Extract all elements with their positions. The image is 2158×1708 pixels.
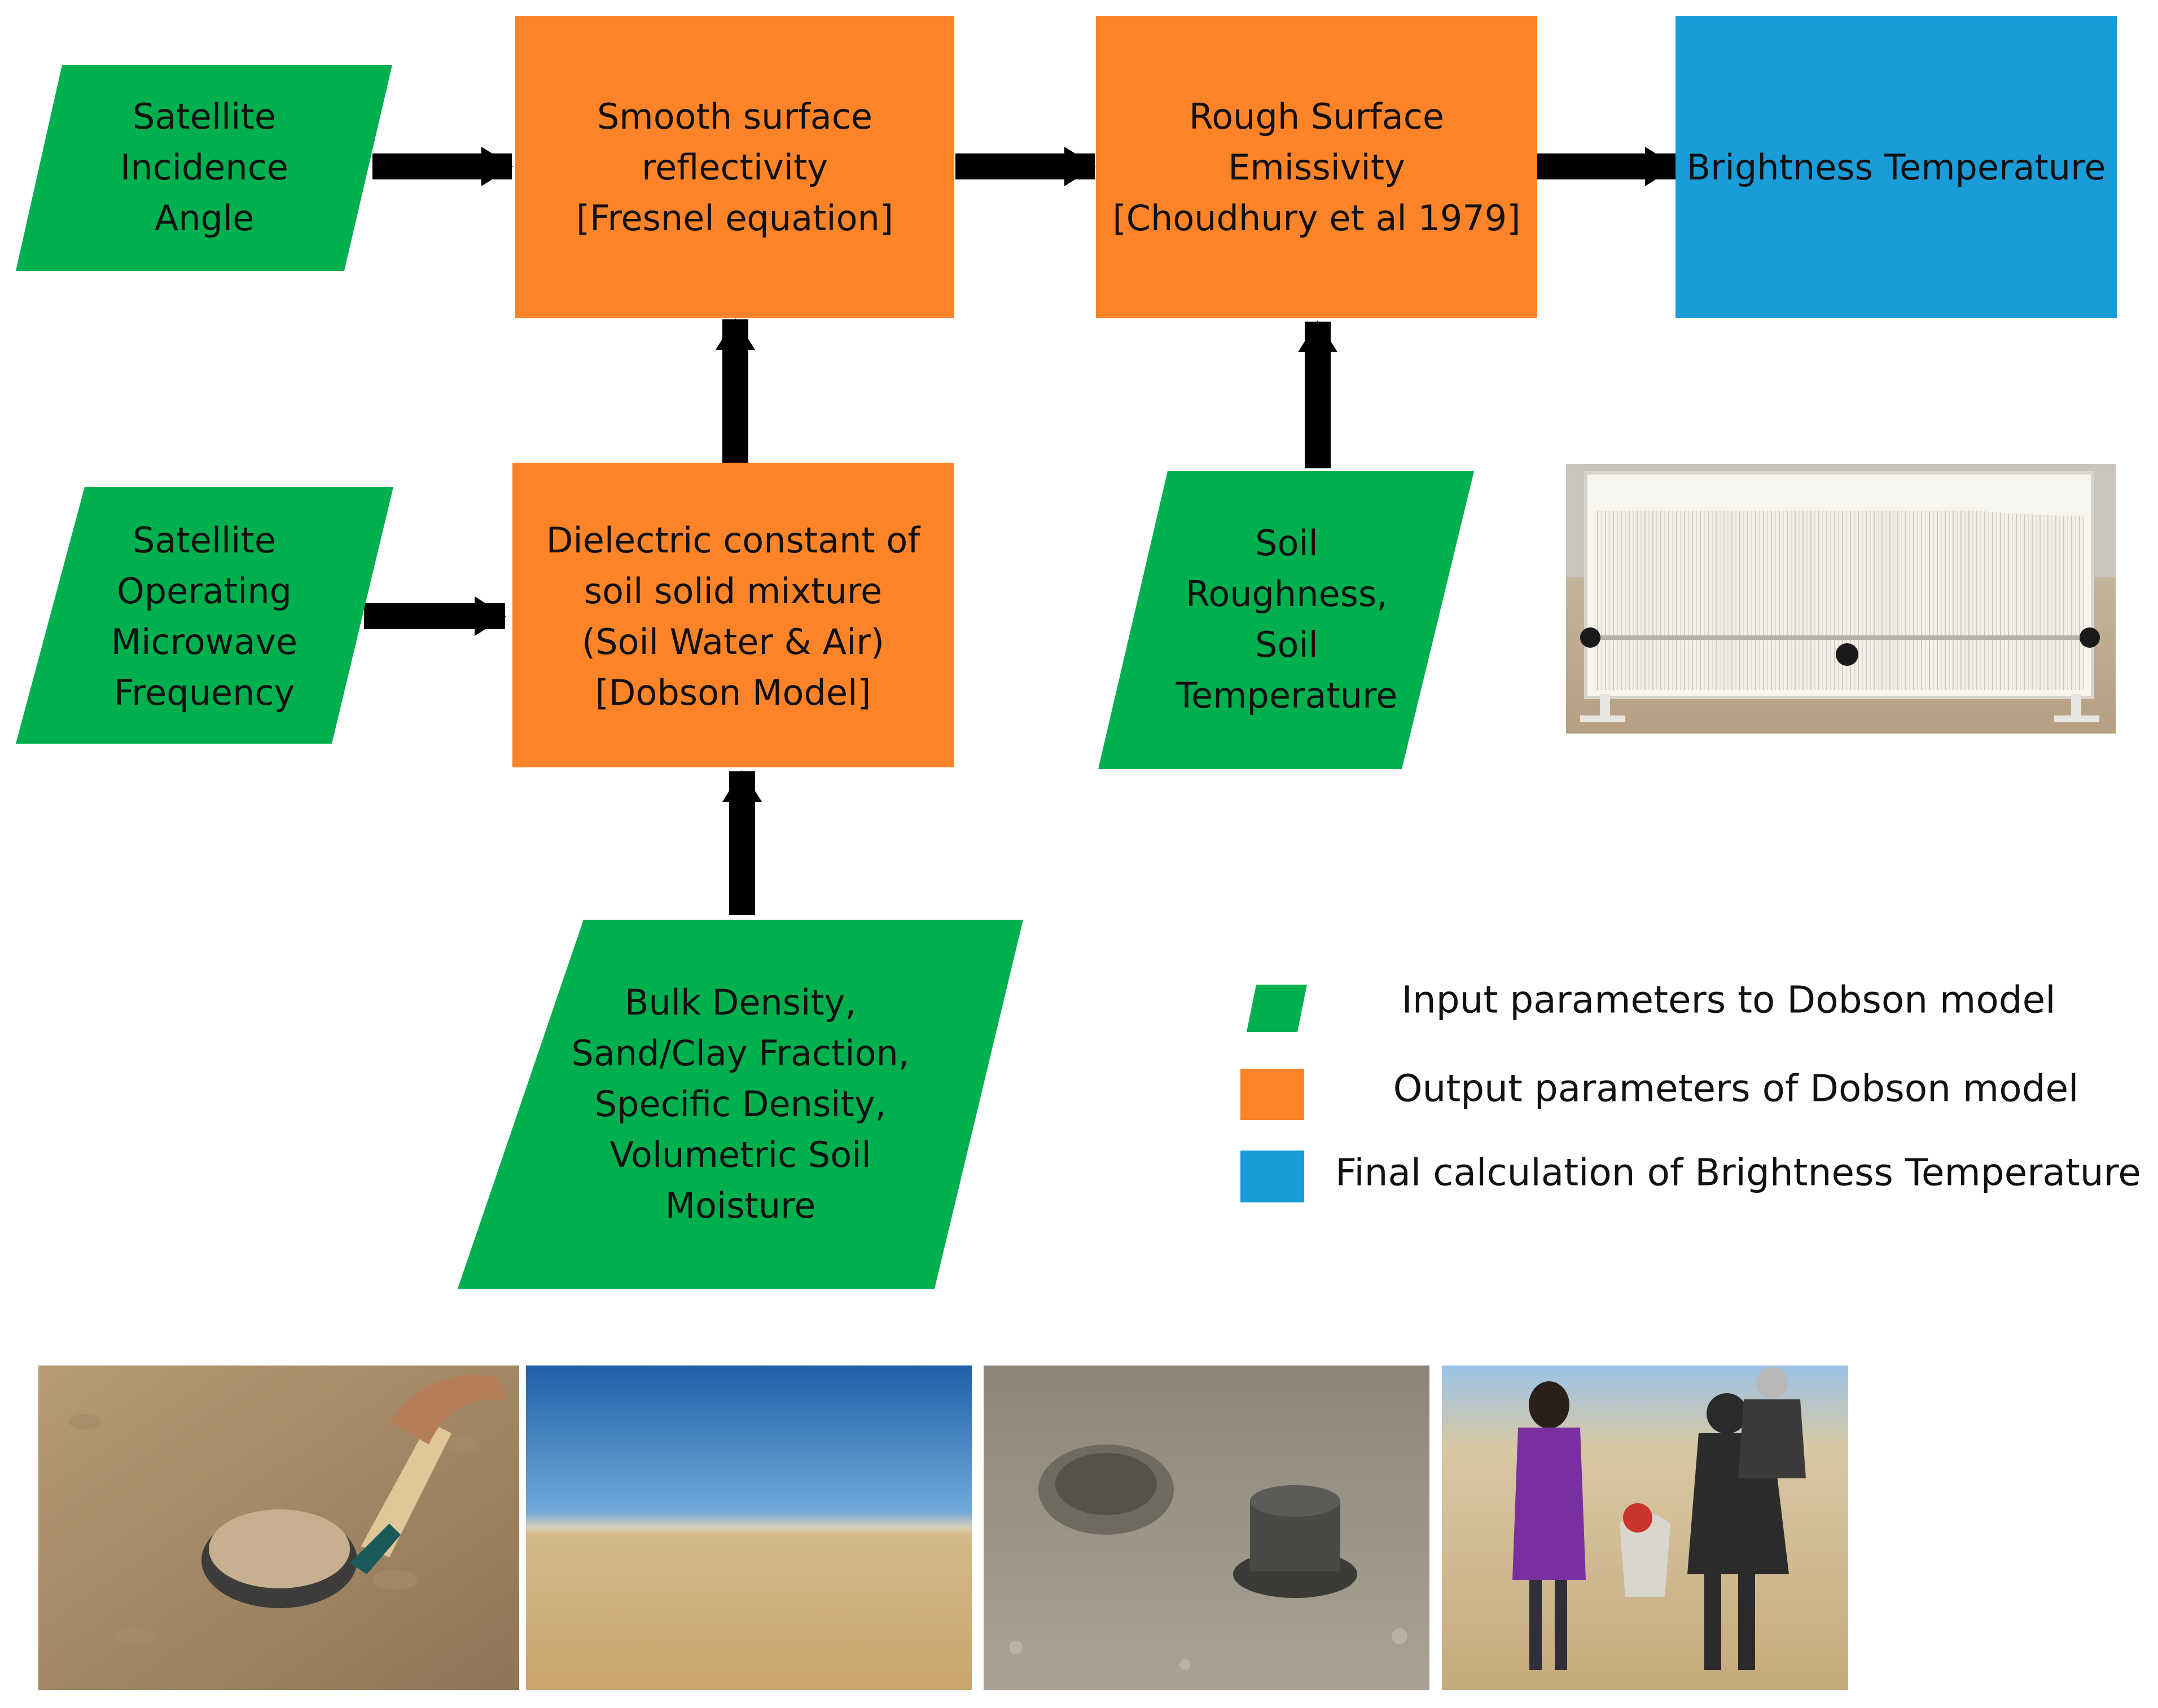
input-parallelogram: [16, 65, 392, 271]
output-box: [515, 16, 954, 318]
node-text-line: Angle: [155, 197, 254, 239]
node-text-line: Dielectric constant of: [546, 520, 922, 561]
final-brightness-temperature: Brightness Temperature: [1675, 16, 2117, 318]
node-text-line: Volumetric Soil: [609, 1134, 871, 1175]
node-text-line: [Dobson Model]: [595, 672, 871, 713]
input-parallelogram: [458, 920, 1023, 1289]
legend-item-input: Input parameters to Dobson model: [1247, 978, 2056, 1032]
output-dielectric-constant: Dielectric constant of soil solid mixture…: [512, 463, 954, 767]
legend-swatch-final: [1240, 1151, 1304, 1202]
node-text-line: Microwave: [111, 621, 297, 662]
output-smooth-surface-reflectivity: Smooth surface reflectivity [Fresnel equat…: [515, 16, 954, 318]
node-text-line: soil solid mixture: [584, 570, 882, 612]
legend-swatch-output: [1240, 1069, 1304, 1120]
legend-swatch-input: [1247, 985, 1307, 1032]
input-parallelogram: [16, 487, 393, 744]
legend-label-final: Final calculation of Brightness Temperat…: [1335, 1151, 2141, 1195]
node-text-line: [Fresnel equation]: [576, 197, 893, 239]
output-box: [512, 463, 954, 767]
field-team-photo: [1442, 1365, 1848, 1690]
node-text-line: Soil: [1255, 624, 1318, 665]
legend-item-output: Output parameters of Dobson model: [1240, 1067, 2079, 1120]
input-parallelogram: [1098, 471, 1474, 769]
soil-core-pit-photo: [984, 1365, 1429, 1690]
legend-item-final: Final calculation of Brightness Temperat…: [1240, 1151, 2141, 1202]
node-text-line: [Choudhury et al 1979]: [1113, 197, 1521, 239]
node-text-line: (Soil Water & Air): [582, 621, 884, 662]
output-box: [1096, 16, 1537, 318]
node-text-line: Operating: [117, 570, 292, 612]
desert-landscape-photo: [526, 1365, 972, 1690]
legend: Input parameters to Dobson model Output …: [1240, 978, 2141, 1202]
node-text-line: reflectivity: [642, 147, 828, 188]
node-text-line: Temperature: [1176, 675, 1398, 716]
node-text-line: Frequency: [114, 672, 295, 713]
input-soil-properties: Bulk Density, Sand/Clay Fraction, Specific…: [458, 920, 1023, 1289]
node-text-line: Emissivity: [1228, 147, 1405, 188]
roughness-board-photo: [1566, 464, 2116, 734]
node-text-line: Soil: [1255, 523, 1318, 564]
legend-label-input: Input parameters to Dobson model: [1401, 978, 2055, 1022]
node-text-line: Smooth surface: [597, 96, 872, 137]
node-text-line: Brightness Temperature: [1687, 147, 2106, 188]
node-text-line: Satellite: [133, 520, 276, 561]
connectors: [364, 147, 1677, 915]
node-text-line: Roughness,: [1186, 573, 1388, 614]
node-text-line: Satellite: [133, 96, 276, 137]
node-text: Smooth surface reflectivity [Fresnel equat…: [576, 96, 893, 239]
legend-label-output: Output parameters of Dobson model: [1393, 1067, 2079, 1110]
node-text-line: Moisture: [665, 1185, 816, 1226]
node-text: Dielectric constant of soil solid mixture…: [546, 520, 922, 713]
node-text: Brightness Temperature: [1687, 147, 2106, 188]
soil-sampling-ring-photo: [38, 1365, 519, 1690]
node-text-line: Incidence: [120, 147, 288, 188]
node-text-line: Bulk Density,: [625, 982, 856, 1023]
final-box: [1675, 16, 2117, 318]
node-text-line: Rough Surface: [1189, 96, 1444, 137]
node-text: Bulk Density, Sand/Clay Fraction, Specific…: [572, 982, 910, 1226]
node-text-line: Sand/Clay Fraction,: [572, 1033, 910, 1074]
node-text-line: Specific Density,: [595, 1083, 886, 1125]
